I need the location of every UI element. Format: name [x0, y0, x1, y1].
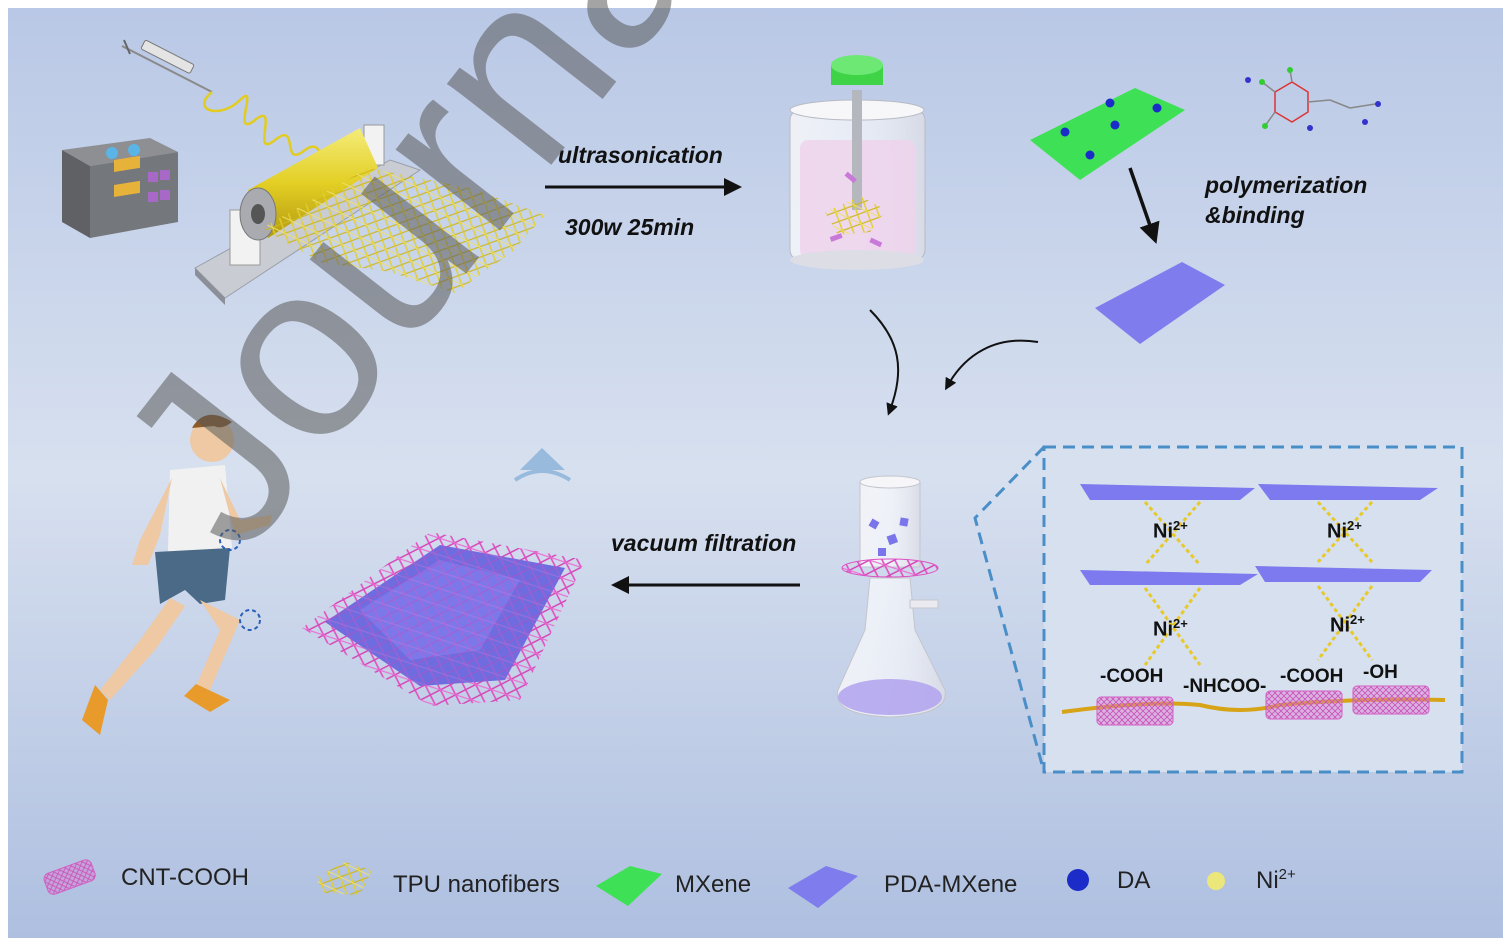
bonding-inset [973, 445, 1464, 774]
vacuum-filtration-apparatus [836, 475, 946, 718]
curved-arrow-from-beaker [869, 309, 900, 416]
legend-mxene-label: MXene [675, 871, 752, 898]
ultrasonication-params-label: 300w 25min [565, 214, 695, 240]
dopamine-molecule-icon [1245, 67, 1381, 131]
composite-film [302, 532, 585, 706]
legend-tpu-label: TPU nanofibers [393, 871, 560, 898]
vacuum-filtration-label: vacuum filtration [611, 530, 797, 556]
jet-wave-icon [203, 91, 341, 166]
inset-ni-label-1: Ni2+ [1153, 518, 1188, 543]
curved-arrow-from-pda [945, 339, 1039, 391]
mxene-sheet [1030, 88, 1185, 180]
legend-ni-icon [1207, 872, 1225, 890]
ultrasonication-label: ultrasonication [558, 142, 723, 168]
electrospinning-setup [62, 39, 545, 305]
faded-logo-icon [513, 448, 572, 482]
legend-cnt-icon [43, 859, 96, 895]
inset-cooh-label-2: -COOH [1280, 666, 1344, 687]
inset-ni-label-3: Ni2+ [1153, 616, 1188, 641]
power-supply-icon [62, 138, 178, 238]
mxene-to-pda-arrow [1128, 167, 1160, 244]
pda-mxene-sheet [1095, 262, 1225, 344]
inset-nhcoo-label: -NHCOO- [1183, 676, 1267, 697]
legend-tpu-icon [315, 862, 372, 895]
inset-cooh-label-1: -COOH [1100, 666, 1164, 687]
legend-pda-mxene-label: PDA-MXene [884, 871, 1018, 898]
runner-figure-icon [82, 414, 272, 735]
inset-ni-label-2: Ni2+ [1327, 518, 1362, 543]
tpu-fiber-mat [262, 168, 545, 293]
legend-cnt-label: CNT-COOH [121, 864, 249, 891]
inset-oh-label: -OH [1363, 662, 1398, 683]
inset-ni-label-4: Ni2+ [1330, 612, 1365, 637]
legend-da-label: DA [1117, 867, 1151, 894]
polymerization-label: polymerization [1205, 172, 1368, 198]
legend [43, 859, 1225, 908]
legend-pda-mxene-icon [788, 866, 858, 908]
legend-ni-label: Ni2+ [1256, 866, 1296, 894]
ultrasonic-beaker [789, 55, 926, 270]
legend-da-icon [1067, 869, 1089, 891]
binding-label: &binding [1205, 202, 1305, 228]
legend-mxene-icon [596, 866, 662, 906]
syringe-icon [121, 39, 213, 93]
